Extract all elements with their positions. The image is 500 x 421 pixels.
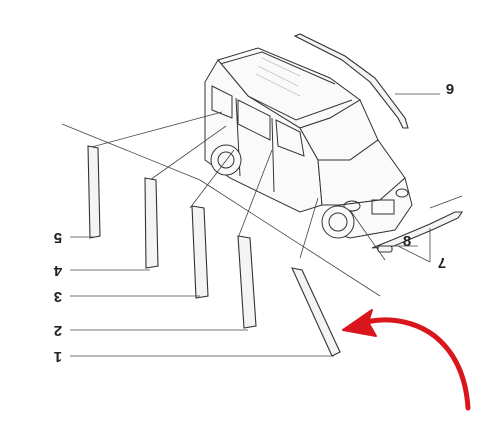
wheel-front <box>321 205 355 239</box>
side-window-rear <box>275 119 305 157</box>
label-4: 4 <box>53 262 62 279</box>
part-2-pillar-trim <box>237 235 257 329</box>
headlight-left <box>343 200 361 212</box>
part-1-pillar-trim <box>291 267 341 357</box>
label-2: 2 <box>54 322 62 339</box>
callout-lines <box>70 236 334 357</box>
headlight-right <box>395 188 409 198</box>
side-window-middle <box>237 99 271 141</box>
roof-rail-right <box>239 91 353 121</box>
side-window-front <box>211 85 233 119</box>
part-6-roof-molding <box>293 33 409 129</box>
part-7-front-trim <box>371 211 464 249</box>
label-1: 1 <box>54 348 62 365</box>
label-7: 7 <box>438 254 446 271</box>
grille <box>371 199 395 215</box>
part-8-clip <box>377 245 393 253</box>
van-illustration <box>204 47 413 239</box>
leader-lines <box>61 111 463 297</box>
label-5: 5 <box>54 229 62 246</box>
part-5-pillar-trim <box>87 145 101 239</box>
red-arrow-indicator <box>342 309 471 411</box>
part-4-pillar-trim <box>144 177 159 269</box>
label-8: 8 <box>403 233 411 250</box>
roof-rail-left <box>219 51 336 85</box>
part-3-pillar-trim <box>191 205 209 299</box>
label-6: 6 <box>446 80 454 97</box>
label-3: 3 <box>54 288 62 305</box>
